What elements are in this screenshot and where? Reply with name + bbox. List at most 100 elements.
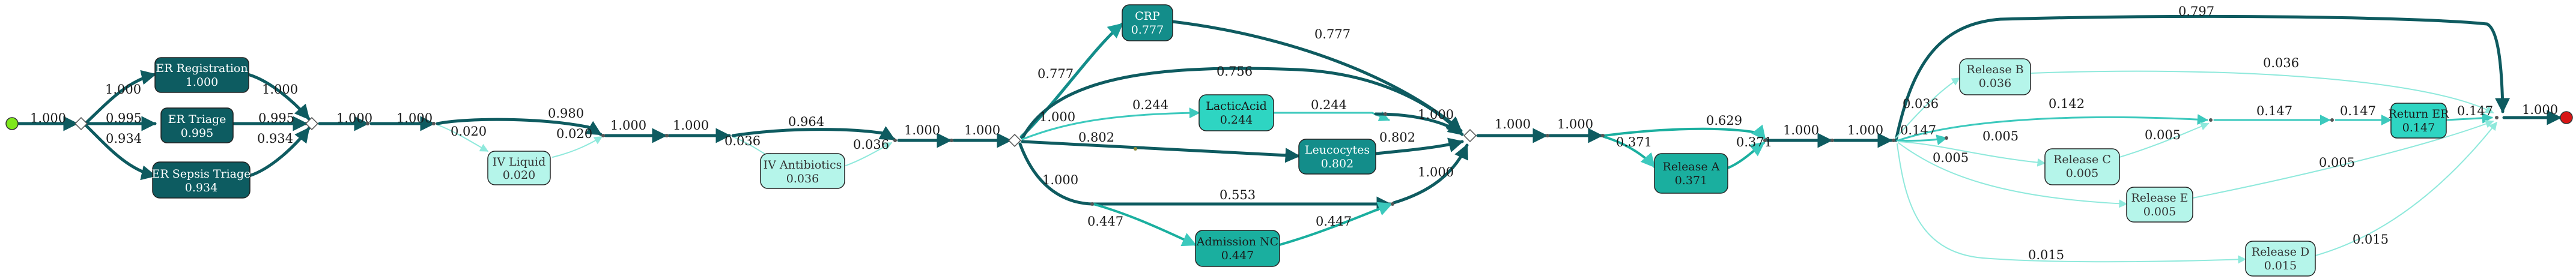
edge-split3-to-join xyxy=(1392,143,1469,205)
edge-label: 1.000 xyxy=(1418,107,1454,122)
edge-release-b-to-end-gateway xyxy=(2030,70,2494,113)
edge-step9-to-release-a xyxy=(1603,136,1656,168)
node-name: Release D xyxy=(2252,245,2309,259)
edge-label: 0.802 xyxy=(1379,130,1415,145)
node-box[interactable] xyxy=(487,151,551,185)
node-name: IV Liquid xyxy=(493,155,546,169)
node-box[interactable] xyxy=(154,57,249,93)
edge-split4-to-release-e xyxy=(1898,142,2128,208)
gateway-diamond xyxy=(1008,134,1021,147)
node-value: 0.020 xyxy=(503,169,535,182)
edge-iv-liquid-to-step3 xyxy=(552,136,603,158)
end-event[interactable] xyxy=(2560,111,2573,124)
edge-label: 0.995 xyxy=(258,111,294,125)
node-name: Release C xyxy=(2053,153,2111,166)
edge-split4-to-release-d xyxy=(1897,143,2247,264)
gateway-diamond xyxy=(305,117,318,130)
edge-label: 1.000 xyxy=(30,111,66,125)
edge-label: 1.000 xyxy=(1495,117,1531,131)
edge-label: 0.371 xyxy=(1616,135,1652,149)
node-box[interactable] xyxy=(2044,148,2120,185)
gateway-diamond xyxy=(74,117,88,130)
edge-step9-629 xyxy=(1603,124,1766,140)
edge-split2-to-join xyxy=(1374,112,1464,136)
activity-iv-liquid[interactable]: IV Liquid 0.020 xyxy=(487,151,551,185)
node-value: 0.934 xyxy=(185,181,217,194)
start-event[interactable] xyxy=(5,117,19,130)
edge-step5-to-step6-main xyxy=(731,126,896,141)
junction-dot xyxy=(1892,139,1895,142)
node-box[interactable] xyxy=(2245,241,2316,277)
activity-release-a[interactable]: Release A 0.371 xyxy=(1654,153,1728,194)
edge-return-er-to-end-gateway xyxy=(2445,112,2493,124)
junction-dot xyxy=(2495,116,2499,119)
edge-label: 0.147 xyxy=(2457,104,2493,118)
activity-release-c[interactable]: Release C 0.005 xyxy=(2044,148,2120,185)
edge-label: 0.036 xyxy=(853,137,889,152)
activity-release-b[interactable]: Release B 0.036 xyxy=(1959,58,2031,95)
node-box[interactable] xyxy=(1195,230,1280,267)
activity-admission-nc[interactable]: Admission NC 0.447 xyxy=(1195,230,1280,267)
edge-split4-to-release-c xyxy=(1898,141,2046,167)
edge-label: 0.447 xyxy=(1316,214,1352,229)
activity-er-triage[interactable]: ER Triage 0.995 xyxy=(160,107,234,143)
edge-label: 0.756 xyxy=(1217,64,1253,79)
edge-label: 0.142 xyxy=(2049,97,2085,111)
edge-label: 1.000 xyxy=(1418,165,1454,179)
node-box[interactable] xyxy=(1959,58,2031,95)
activity-return-er[interactable]: Return ER 0.147 xyxy=(2389,103,2450,139)
edge-label: 0.020 xyxy=(556,127,592,141)
node-box[interactable] xyxy=(2126,187,2193,223)
edge-label: 1.000 xyxy=(262,82,298,97)
node-box[interactable] xyxy=(1654,153,1728,194)
node-box[interactable] xyxy=(1198,94,1274,131)
node-box[interactable] xyxy=(152,161,251,199)
activity-crp[interactable]: CRP 0.777 xyxy=(1122,4,1173,41)
edge-label: 0.005 xyxy=(1982,129,2019,143)
edge-release-e-to-end-gateway xyxy=(2192,119,2494,199)
junction-dot xyxy=(2330,118,2334,122)
node-box[interactable] xyxy=(2390,103,2447,139)
edge-step2-to-iv-liquid xyxy=(437,124,489,152)
activity-leucocytes[interactable]: Leucocytes 0.802 xyxy=(1298,139,1376,175)
edge-label: 1.000 xyxy=(2522,103,2558,117)
edge-label: 0.005 xyxy=(2145,128,2181,142)
junction-dot xyxy=(2209,118,2213,122)
node-box[interactable] xyxy=(760,153,845,189)
edge-release-d-to-end-gateway xyxy=(2315,121,2497,256)
activity-release-e[interactable]: Release E 0.005 xyxy=(2126,187,2193,223)
edge-label: 0.244 xyxy=(1311,98,1347,112)
node-box[interactable] xyxy=(1298,139,1376,175)
edge-label: 0.934 xyxy=(257,131,293,146)
edge-label: 0.147 xyxy=(2340,104,2376,118)
edge-label: 1.000 xyxy=(105,82,141,97)
edge-split-553 xyxy=(1018,142,1392,212)
activity-iv-antibiotics[interactable]: IV Antibiotics 0.036 xyxy=(760,153,845,189)
junction-dot xyxy=(1830,139,1834,142)
edge-label: 0.980 xyxy=(548,106,584,121)
edge-admission-nc-to-split3 xyxy=(1278,202,1393,246)
edge-split-756 xyxy=(1021,67,1463,140)
activity-er-registration[interactable]: ER Registration 1.000 xyxy=(154,57,249,93)
junction-dot xyxy=(1134,147,1137,151)
node-name: Release B xyxy=(1966,63,2023,76)
activity-lactic-acid[interactable]: LacticAcid 0.244 xyxy=(1198,94,1274,131)
edge-label: 1.000 xyxy=(610,118,646,133)
node-box[interactable] xyxy=(160,107,234,143)
node-name: ER Sepsis Triage xyxy=(152,167,251,181)
edge-label: 1.000 xyxy=(1557,117,1593,131)
edge-iv-antibiotics-to-step6 xyxy=(845,142,893,166)
activity-er-sepsis-triage[interactable]: ER Sepsis Triage 0.934 xyxy=(152,161,251,199)
node-box[interactable] xyxy=(1122,4,1173,41)
junction-dot xyxy=(1763,139,1767,142)
junction-dot xyxy=(1601,134,1605,137)
node-value: 0.005 xyxy=(2066,167,2098,180)
edge-label: 0.020 xyxy=(451,124,487,139)
activity-release-d[interactable]: Release D 0.015 xyxy=(2245,241,2316,277)
junction-dot xyxy=(366,122,369,125)
edge-label: 0.777 xyxy=(1314,27,1350,41)
junction-dot xyxy=(665,134,669,137)
edge-split-to-admission-nc xyxy=(1092,203,1197,247)
edge-label: 0.036 xyxy=(1903,97,1939,111)
